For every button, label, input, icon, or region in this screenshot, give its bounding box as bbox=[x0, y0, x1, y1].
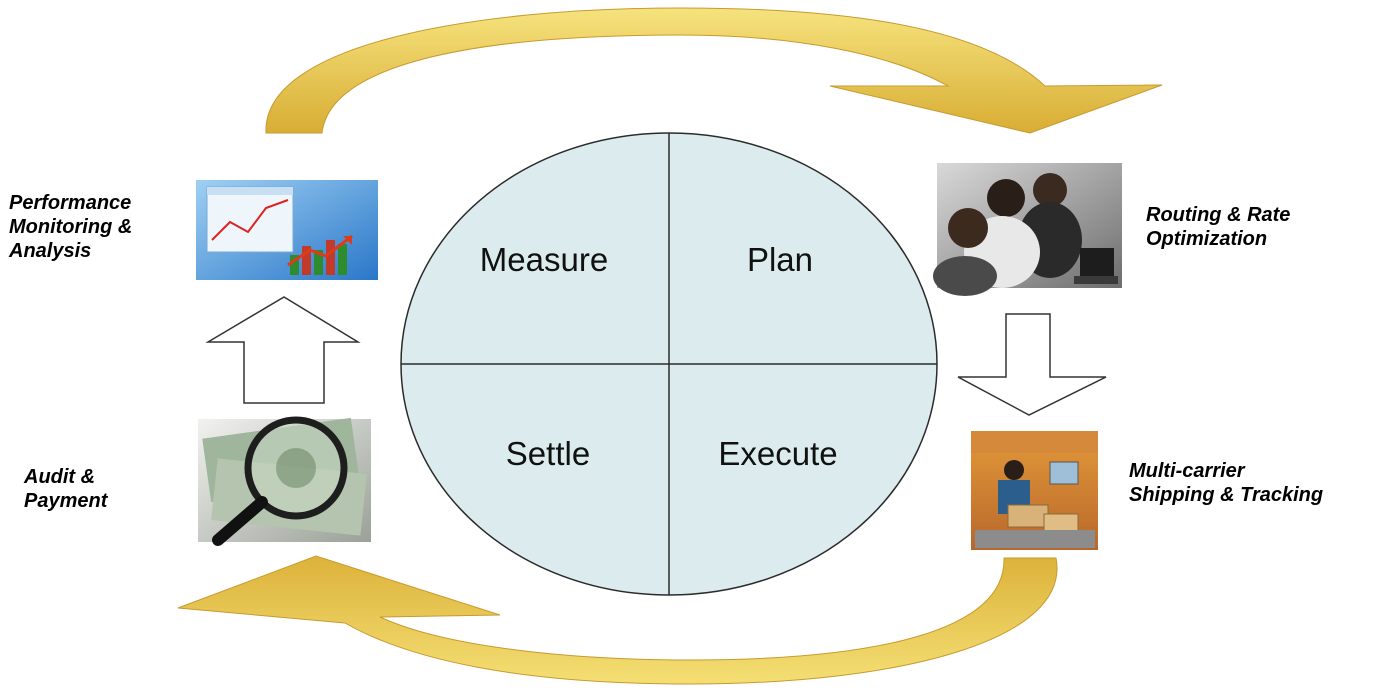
team-at-computer-image bbox=[933, 163, 1122, 296]
quadrant-execute: Execute bbox=[718, 435, 837, 472]
magnifier-over-dollars-image bbox=[198, 416, 371, 546]
quadrant-measure: Measure bbox=[480, 241, 608, 278]
top-curved-arrow bbox=[265, 7, 1163, 134]
up-arrow bbox=[205, 296, 361, 404]
cycle-circle: Measure Plan Settle Execute bbox=[400, 132, 938, 596]
quadrant-plan: Plan bbox=[747, 241, 813, 278]
warehouse-shipping-image bbox=[971, 431, 1098, 550]
label-audit-payment: Audit & Payment bbox=[24, 466, 108, 512]
label-routing-rate-optimization: Routing & Rate Optimization bbox=[1146, 204, 1291, 250]
bottom-curved-arrow bbox=[177, 555, 1058, 685]
performance-chart-image bbox=[196, 180, 378, 280]
quadrant-settle: Settle bbox=[506, 435, 590, 472]
down-arrow bbox=[957, 313, 1107, 416]
label-performance-monitoring: Performance Monitoring & Analysis bbox=[9, 192, 133, 262]
label-multi-carrier-shipping: Multi-carrier Shipping & Tracking bbox=[1129, 460, 1324, 506]
